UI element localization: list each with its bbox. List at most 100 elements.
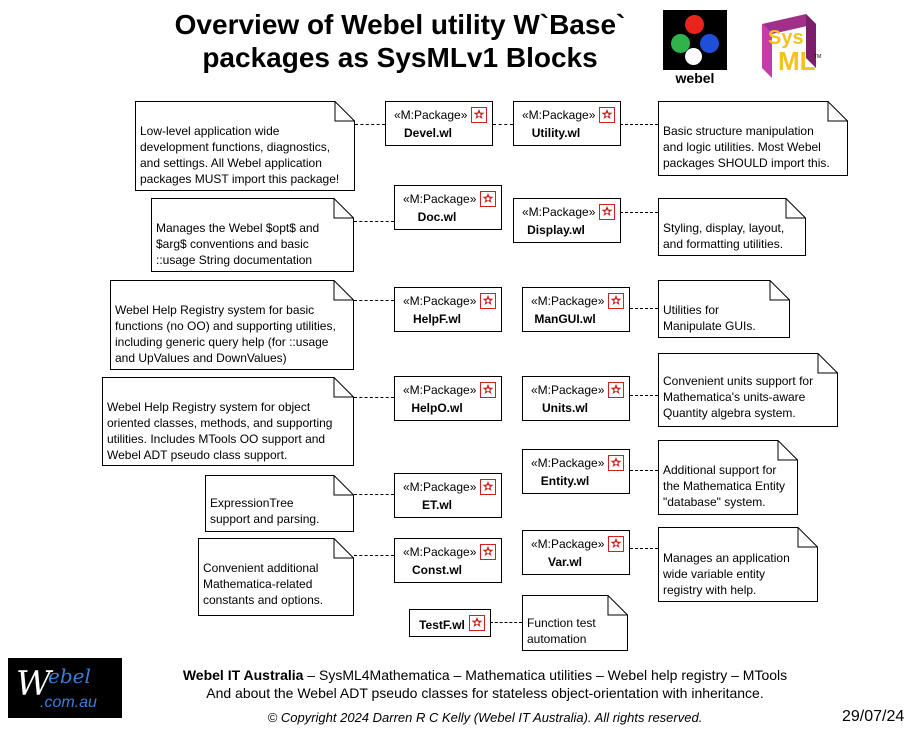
package-icon (471, 107, 487, 123)
note-utility: Basic structure manipulation and logic u… (658, 101, 848, 176)
svg-text:TM: TM (814, 54, 821, 60)
package-devel[interactable]: «M:Package» Devel.wl (385, 101, 493, 146)
webel-logo: webel (663, 10, 727, 86)
package-name: HelpO.wl (411, 401, 463, 415)
package-name: Utility.wl (531, 126, 581, 140)
package-stereotype: «M:Package» (403, 192, 477, 206)
note-devel: Low-level application wide development f… (135, 101, 355, 191)
footer-line-2: And about the Webel ADT pseudo classes f… (206, 685, 764, 701)
note-mangui-line: Manipulate GUIs. (663, 319, 756, 333)
note-et-line: ExpressionTree (210, 496, 294, 510)
note-devel-line: Low-level application wide (140, 124, 280, 138)
note-var: Manages an application wide variable ent… (658, 527, 818, 602)
note-devel-line: development functions, diagnostics, (140, 140, 331, 154)
logo-domain: .com.au (40, 694, 97, 711)
note-display-line: Styling, display, layout, (663, 221, 785, 235)
note-helpf-line: functions (no OO) and supporting utiliti… (115, 319, 336, 333)
connector-utility-note (620, 124, 658, 125)
note-units-line: Convenient units support for (663, 374, 814, 388)
logo-ebel: ebel (48, 664, 91, 688)
note-display: Styling, display, layout, and formatting… (658, 198, 806, 256)
package-et[interactable]: «M:Package» ET.wl (394, 473, 502, 518)
note-entity: Additional support for the Mathematica E… (658, 440, 798, 515)
note-helpo-line: utilities. Includes MTools OO support an… (107, 432, 326, 446)
note-helpo-line: Webel ADT pseudo class support. (107, 448, 288, 462)
connector-var (630, 548, 658, 549)
package-stereotype: «M:Package» (531, 383, 605, 397)
package-name: Devel.wl (403, 126, 453, 140)
note-doc-line: $arg$ conventions and basic (156, 237, 309, 251)
webel-com-au-logo: W ebel .com.au (8, 658, 122, 718)
note-helpf: Webel Help Registry system for basic fun… (110, 280, 354, 370)
note-devel-line: packages MUST import this package! (140, 172, 340, 186)
package-name: ManGUI.wl (534, 312, 596, 326)
package-name: Units.wl (541, 401, 588, 415)
note-const-line: Mathematica-related (203, 577, 313, 591)
package-const[interactable]: «M:Package» Const.wl (394, 538, 502, 583)
note-const: Convenient additional Mathematica-relate… (198, 538, 354, 616)
package-stereotype: «M:Package» (403, 294, 477, 308)
sysml-logo-icon: Sys ML TM (762, 14, 821, 78)
package-icon (480, 544, 496, 560)
page-title: Overview of Webel utility W`Base` packag… (150, 8, 650, 74)
title-line-1: Overview of Webel utility W`Base` (174, 9, 626, 40)
note-doc-line: Manages the Webel $opt$ and (156, 221, 320, 235)
package-name: Entity.wl (540, 474, 590, 488)
connector-entity (630, 470, 658, 471)
package-testf[interactable]: TestF.wl (409, 609, 491, 637)
package-utility[interactable]: «M:Package» Utility.wl (513, 101, 621, 146)
package-stereotype: «M:Package» (403, 545, 477, 559)
package-helpf[interactable]: «M:Package» HelpF.wl (394, 287, 502, 332)
connector-devel (355, 124, 385, 125)
note-testf-line: Function test (527, 616, 596, 630)
note-helpf-line: Webel Help Registry system for basic (115, 303, 315, 317)
blue-dot-icon (700, 34, 719, 53)
note-units: Convenient units support for Mathematica… (658, 353, 838, 427)
note-devel-line: and settings. All Webel application (140, 156, 322, 170)
note-display-line: and formatting utilities. (663, 237, 784, 251)
package-mangui[interactable]: «M:Package» ManGUI.wl (522, 287, 630, 332)
package-name: TestF.wl (419, 618, 465, 632)
connector-units (630, 395, 658, 396)
footer-topics: – SysML4Mathematica – Mathematica utilit… (303, 667, 788, 683)
package-name: HelpF.wl (412, 312, 461, 326)
package-icon (480, 382, 496, 398)
title-line-2: packages as SysMLv1 Blocks (202, 42, 598, 73)
note-helpo-line: oriented classes, methods, and supportin… (107, 416, 333, 430)
package-stereotype: «M:Package» (403, 383, 477, 397)
package-doc[interactable]: «M:Package» Doc.wl (394, 185, 502, 230)
date: 29/07/24 (842, 708, 905, 725)
note-var-line: Manages an application (663, 551, 790, 565)
package-icon (608, 536, 624, 552)
package-icon (599, 204, 615, 220)
package-name: ET.wl (421, 498, 452, 512)
package-var[interactable]: «M:Package» Var.wl (522, 530, 630, 575)
package-entity[interactable]: «M:Package» Entity.wl (522, 449, 630, 494)
package-helpo[interactable]: «M:Package» HelpO.wl (394, 376, 502, 421)
note-helpf-line: including generic query help (for ::usag… (115, 335, 329, 349)
connector-testf (490, 622, 522, 623)
footer-line-1: Webel IT Australia – SysML4Mathematica –… (135, 667, 835, 683)
red-dot-icon (685, 15, 704, 34)
copyright: © Copyright 2024 Darren R C Kelly (Webel… (267, 710, 703, 725)
note-helpf-line: and UpValues and DownValues) (115, 351, 287, 365)
note-mangui-line: Utilities for (663, 303, 720, 317)
connector-display (620, 212, 658, 213)
connector-helpf (354, 300, 394, 301)
package-icon (599, 107, 615, 123)
connector-utility (493, 124, 513, 125)
package-icon (608, 293, 624, 309)
package-icon (608, 382, 624, 398)
note-doc-line: ::usage String documentation (156, 253, 313, 267)
package-display[interactable]: «M:Package» Display.wl (513, 198, 621, 243)
package-icon (608, 455, 624, 471)
package-icon (480, 479, 496, 495)
note-const-line: constants and options. (203, 593, 324, 607)
note-utility-line: Basic structure manipulation (663, 124, 814, 138)
connector-doc (354, 221, 394, 222)
note-et: ExpressionTree support and parsing. (205, 475, 354, 532)
package-units[interactable]: «M:Package» Units.wl (522, 376, 630, 421)
package-icon (480, 191, 496, 207)
note-utility-line: and logic utilities. Most Webel (663, 140, 821, 154)
package-stereotype: «M:Package» (522, 205, 596, 219)
